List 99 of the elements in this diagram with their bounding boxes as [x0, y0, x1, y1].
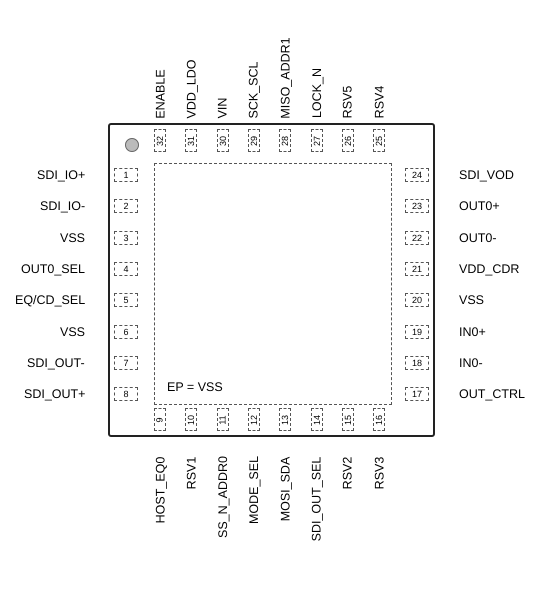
- pin-pad: [114, 356, 138, 370]
- pin-number: 6: [123, 326, 128, 336]
- pin-name: OUT0_SEL: [21, 262, 85, 276]
- pin-name: OUT_CTRL: [459, 387, 525, 402]
- pin-pad: [342, 408, 354, 431]
- pin-pad: [114, 199, 138, 214]
- pin-pad: [185, 129, 198, 152]
- pin-pad: [310, 129, 322, 152]
- pin-name: SDI_VOD: [459, 168, 514, 182]
- pin-name: RSV4: [372, 85, 386, 118]
- pin-number: 13: [280, 414, 290, 424]
- pin-name: OUT0-: [459, 230, 496, 245]
- pin-pad: [405, 230, 429, 245]
- pin-name: ENABLE: [153, 68, 168, 118]
- pin-number: 28: [280, 136, 290, 146]
- pin-number: 24: [412, 170, 422, 180]
- pin-number: 19: [412, 326, 422, 336]
- pin-number: 8: [123, 389, 128, 400]
- pin-pad: [114, 293, 138, 308]
- pin-name: MODE_SEL: [246, 456, 261, 524]
- pin-pad: [114, 230, 138, 245]
- pin-number: 30: [218, 136, 228, 146]
- pin-pad: [405, 356, 429, 370]
- pin-pad: [154, 129, 166, 152]
- pin-number: 14: [312, 414, 322, 424]
- pin-pad: [185, 408, 198, 431]
- pin-name: RSV1: [184, 456, 198, 489]
- pin-number: 21: [412, 264, 422, 274]
- pin-number: 12: [248, 414, 259, 424]
- pin-pad: [114, 262, 138, 276]
- pin-pad: [405, 293, 429, 308]
- pin-pad: [405, 324, 429, 338]
- pin-pad: [405, 262, 429, 276]
- pin-pad: [405, 199, 429, 214]
- pin-number: 22: [412, 232, 422, 243]
- pin-name: RSV3: [372, 456, 386, 489]
- pin-pad: [248, 129, 260, 152]
- pin-name: MOSI_SDA: [278, 456, 292, 521]
- pin-number: 16: [374, 414, 384, 424]
- pin-name: RSV5: [340, 85, 355, 118]
- pin-pad: [248, 408, 260, 431]
- pin-pad: [154, 408, 166, 431]
- pin-number: 7: [123, 358, 128, 368]
- exposed-pad: [154, 163, 392, 405]
- pin-number: 32: [155, 136, 165, 146]
- pin-name: SDI_IO+: [37, 168, 86, 182]
- pin-number: 11: [218, 414, 228, 424]
- pin-name: EQ/CD_SEL: [15, 293, 86, 308]
- pin-name: VDD_CDR: [459, 262, 520, 276]
- pin-number: 2: [123, 201, 128, 212]
- pin-name: MISO_ADDR1: [278, 36, 292, 118]
- pin-pad: [279, 408, 292, 431]
- pin-name: RSV2: [340, 456, 355, 489]
- pin-pad: [114, 324, 138, 338]
- pin-name: HOST_EQ0: [152, 456, 167, 523]
- pin-number: 4: [123, 264, 128, 274]
- pin-name: SDI_OUT-: [27, 356, 85, 370]
- pin-pad: [310, 408, 322, 431]
- pin-number: 1: [123, 170, 128, 180]
- pin-pad: [279, 129, 292, 152]
- pin-number: 26: [342, 136, 353, 146]
- pin-name: VSS: [459, 293, 484, 308]
- pin-name: VDD_LDO: [184, 58, 198, 118]
- pin-name: LOCK_N: [310, 68, 324, 118]
- pin-number: 18: [412, 358, 422, 368]
- pin-pad: [216, 129, 229, 152]
- pin-name: SS_N_ADDR0: [216, 456, 230, 538]
- pin-pad: [405, 168, 429, 182]
- pin-number: 23: [412, 201, 422, 212]
- pin-name: SCK_SCL: [246, 61, 261, 118]
- pin-name: VIN: [216, 97, 230, 118]
- pin-pad: [405, 387, 429, 402]
- pin-number: 10: [186, 414, 196, 424]
- pad-label: EP = VSS: [167, 380, 223, 394]
- pin-name: VSS: [60, 324, 86, 338]
- pin-pad: [114, 168, 138, 182]
- pin-name: SDI_OUT_SEL: [309, 456, 324, 541]
- chip-package: [108, 123, 435, 437]
- pin-pad: [342, 129, 354, 152]
- pin-pad: [373, 129, 386, 152]
- pin-number: 20: [412, 295, 422, 306]
- pin-name: OUT0+: [459, 199, 500, 214]
- pin-pad: [373, 408, 386, 431]
- pin-number: 29: [248, 136, 259, 146]
- pin-number: 9: [155, 417, 165, 422]
- pin-name: IN0+: [459, 324, 486, 338]
- pin-name: IN0-: [459, 356, 483, 370]
- pin-number: 27: [312, 136, 322, 146]
- pin-number: 25: [374, 136, 384, 146]
- pin-number: 31: [186, 136, 196, 146]
- pin-name: SDI_OUT+: [24, 387, 86, 402]
- pin-number: 15: [342, 414, 353, 424]
- pin-name: SDI_IO-: [40, 199, 86, 214]
- pin-pad: [216, 408, 229, 431]
- pin-name: VSS: [60, 230, 86, 245]
- pin-number: 17: [412, 389, 422, 400]
- pin-number: 5: [123, 295, 128, 306]
- pin-number: 3: [123, 232, 128, 243]
- pin-pad: [114, 387, 138, 402]
